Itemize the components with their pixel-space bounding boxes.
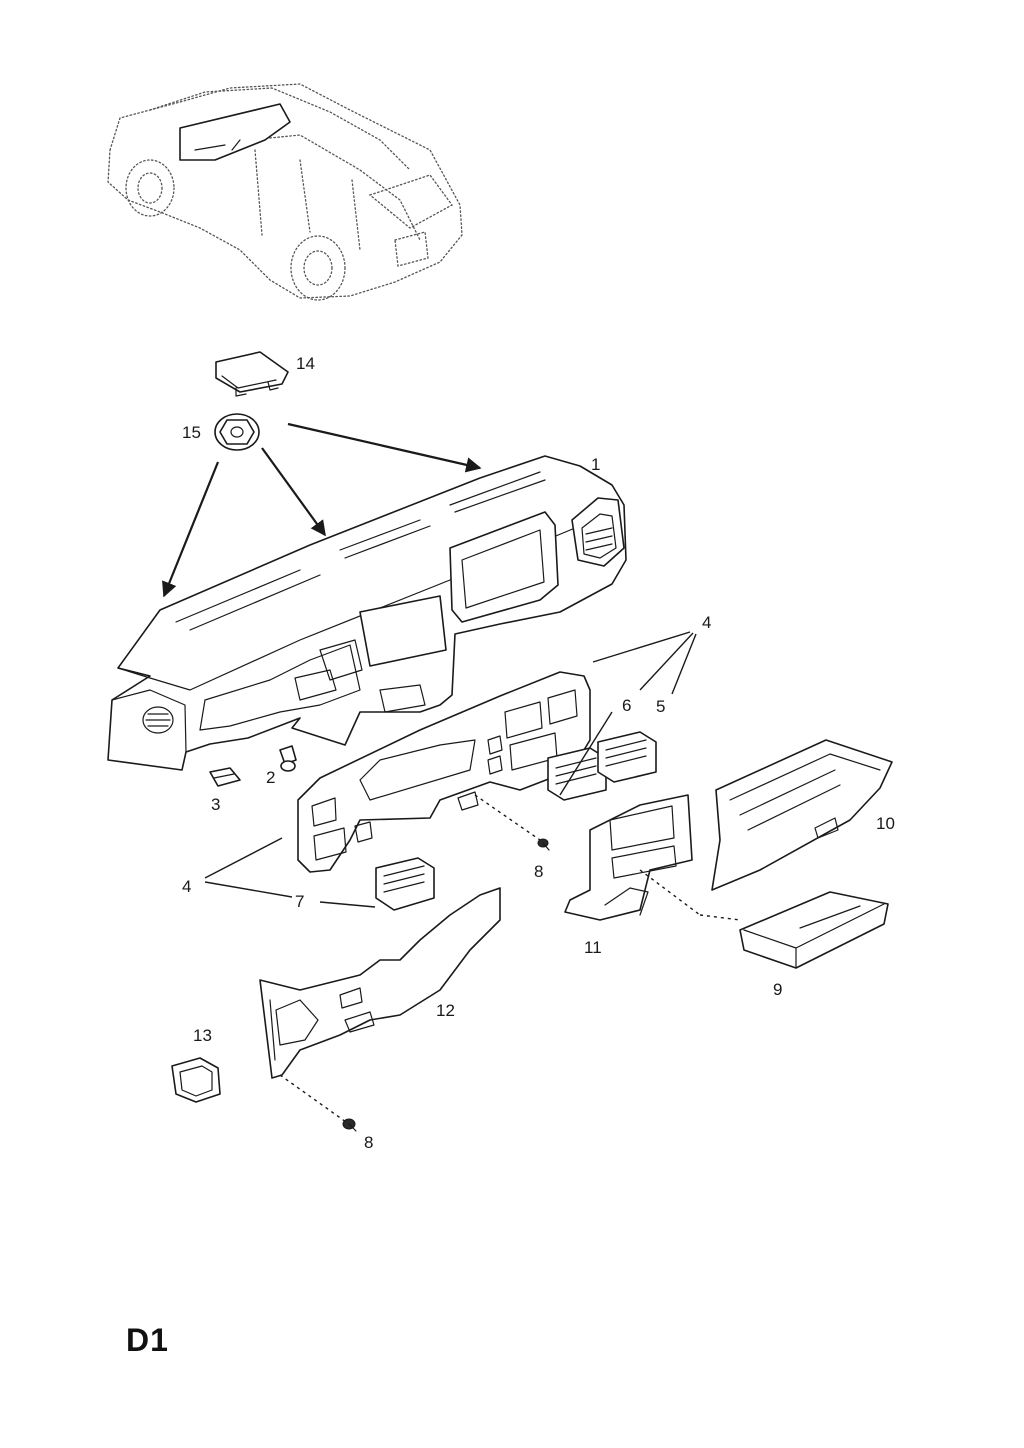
dashboard-panel [107, 455, 627, 771]
glovebox [711, 739, 893, 891]
lower-panel [259, 887, 501, 1079]
callout-12: 12 [436, 1001, 455, 1020]
nut-arrows [162, 422, 482, 598]
cover-plate [171, 1057, 221, 1103]
screw-upper [537, 838, 550, 851]
callout-15: 15 [182, 423, 201, 442]
nut [214, 413, 260, 451]
callout-8-upper: 8 [534, 862, 543, 881]
callout-11: 11 [584, 938, 602, 957]
vent-right [597, 731, 657, 783]
callout-9: 9 [773, 980, 782, 999]
callout-2: 2 [266, 768, 275, 787]
storage-tray [739, 891, 889, 969]
callout-10: 10 [876, 814, 895, 833]
callout-4-top: 4 [702, 613, 711, 632]
vent-center [375, 857, 435, 911]
vehicle-outline [107, 83, 463, 301]
callout-1: 1 [591, 455, 600, 474]
screw-lower [342, 1118, 357, 1132]
callout-4-left: 4 [182, 877, 191, 896]
callout-5: 5 [656, 697, 665, 716]
sheet-code: D1 [126, 1322, 169, 1358]
cap [215, 351, 289, 397]
callout-14: 14 [296, 354, 315, 373]
bracket [209, 767, 241, 787]
leader-lines [204, 631, 741, 1123]
callout-13: 13 [193, 1026, 212, 1045]
callout-8-lower: 8 [364, 1133, 373, 1152]
callout-labels: 1 2 3 4 4 5 6 7 8 8 9 10 11 12 13 14 15 [182, 354, 895, 1152]
clip [279, 745, 297, 772]
callout-3: 3 [211, 795, 220, 814]
callout-6: 6 [622, 696, 631, 715]
callout-7: 7 [295, 892, 304, 911]
center-console-bezel [564, 794, 693, 921]
